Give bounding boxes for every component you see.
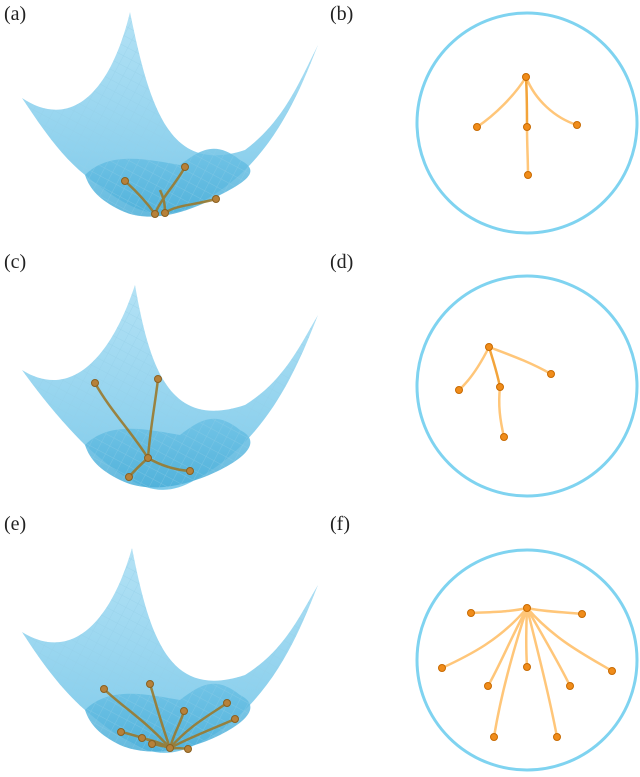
surface-node [146,680,154,688]
surface-node [100,685,108,693]
tree-node [573,121,581,129]
surface-node [154,375,162,383]
panel-d: (d) [330,251,639,498]
surface-node [121,177,129,185]
bowl-surface [22,285,318,490]
surface-node [138,734,146,742]
surface-node [184,745,192,753]
panel-label-d: (d) [330,251,353,273]
tree-node [455,386,463,394]
surface-node [212,195,220,203]
surface-node [223,699,231,707]
tree-node [522,73,530,81]
surface-nodes [121,163,220,218]
tree-nodes [455,343,555,441]
surface-node [161,209,169,217]
tree-node [500,433,508,441]
surface-node [125,473,133,481]
panel-f: (f) [330,513,639,772]
panel-a: (a) [4,3,318,218]
surface-node [144,454,152,462]
panel-c: (c) [4,251,318,490]
disk-boundary [415,274,639,498]
panel-e: (e) [4,513,318,753]
tree-node [496,383,504,391]
tree-node [578,610,586,618]
tree-node [523,123,531,131]
surface-node [186,467,194,475]
surface-node [180,707,188,715]
surface-node [151,210,159,218]
panel-label-e: (e) [4,513,26,535]
tree-node [490,733,498,741]
tree-node [547,370,555,378]
surface-nodes [91,375,194,481]
panel-b: (b) [330,3,639,235]
surface-node [166,744,174,752]
tree-node [484,682,492,690]
tree-nodes [438,604,616,741]
bowl-surface [22,548,318,753]
tree-node [523,663,531,671]
tree-nodes [473,73,581,179]
tree-edges [458,345,552,438]
panel-label-f: (f) [330,513,350,535]
tree-node [523,604,531,612]
tree-node [438,664,446,672]
panel-label-b: (b) [330,3,353,25]
panel-label-a: (a) [4,3,26,25]
surface-node [181,163,189,171]
tree-node [473,123,481,131]
surface-node [117,728,125,736]
surface-node [91,379,99,387]
bowl-surface [22,12,318,217]
tree-node [467,609,475,617]
tree-node [524,171,532,179]
surface-node [148,740,156,748]
surface-nodes [100,680,239,753]
surface-node [231,715,239,723]
tree-node [485,343,493,351]
disk-boundary [415,11,639,235]
tree-node [566,682,574,690]
tree-node [608,667,616,675]
panel-label-c: (c) [4,251,26,273]
tree-edges [441,606,613,738]
tree-node [553,733,561,741]
disk-boundary [415,548,639,772]
